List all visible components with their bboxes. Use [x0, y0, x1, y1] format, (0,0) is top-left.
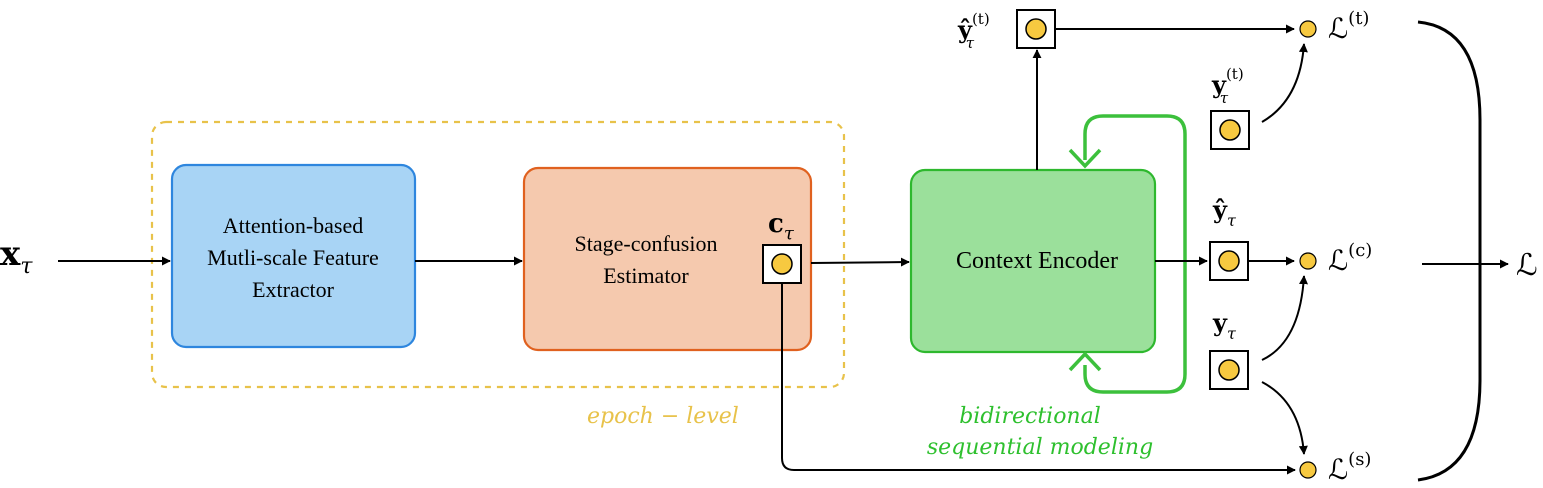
loop-arrowhead-top — [1068, 148, 1102, 169]
total-loss-label: ℒ — [1516, 248, 1538, 283]
arrow-estimator-to-encoder — [810, 257, 910, 267]
feature-extractor-block — [170, 163, 417, 349]
loss-s-superscript: (s) — [1348, 449, 1371, 470]
loss-t-superscript: (t) — [1348, 8, 1369, 29]
loss-c-superscript: (c) — [1348, 240, 1372, 261]
feature-extractor-line2: Mutli-scale Feature — [207, 245, 379, 270]
y-t-symbol: y — [1211, 70, 1227, 99]
sequential-line2: sequential modeling — [927, 435, 1153, 460]
input-x-tau: xτ — [0, 234, 33, 279]
loss-s-symbol: ℒ — [1328, 453, 1348, 486]
stage-confusion-block — [522, 166, 813, 352]
c-tau-label: cτ — [768, 209, 795, 244]
c-subscript: τ — [784, 223, 795, 244]
loss-s-node — [1299, 461, 1317, 479]
arrow-y-t-to-loss-t — [1261, 43, 1308, 123]
yhat-t-superscript: (t) — [972, 10, 990, 28]
yhat-t-label: ŷ(t) τ — [957, 10, 990, 52]
y-subscript: τ — [1227, 324, 1237, 343]
y-label: yτ — [1212, 308, 1237, 343]
loop-arrowhead-bottom — [1068, 351, 1102, 372]
x-symbol: x — [0, 234, 21, 274]
loss-c-label: ℒ(c) — [1328, 240, 1372, 277]
loss-aggregation-brace — [1417, 20, 1482, 482]
epoch-level-label: epoch − level — [587, 404, 739, 429]
stage-confusion-line1: Stage-confusion — [575, 231, 718, 256]
yhat-subscript: τ — [1227, 211, 1237, 230]
context-encoder-label: Context Encoder — [956, 248, 1118, 274]
loss-c-node — [1299, 252, 1317, 270]
loss-t-label: ℒ(t) — [1328, 8, 1369, 45]
loss-s-label: ℒ(s) — [1328, 449, 1371, 486]
bidirectional-loop — [1083, 114, 1187, 394]
y-t-node — [1219, 119, 1241, 141]
sequential-line1: bidirectional — [959, 404, 1101, 429]
loss-t-symbol: ℒ — [1328, 12, 1348, 45]
epoch-level-region — [150, 120, 846, 389]
feature-extractor-line3: Extractor — [252, 277, 335, 302]
arrow-y-to-loss-c — [1261, 275, 1308, 361]
arrow-c-to-loss-s — [781, 283, 1296, 475]
c-symbol: c — [768, 209, 784, 239]
stage-confusion-line2: Estimator — [603, 263, 689, 288]
yhat-t-symbol: ŷ — [957, 15, 973, 44]
feature-extractor-line1: Attention-based — [223, 213, 364, 238]
yhat-t-node — [1025, 18, 1047, 40]
yhat-label: ŷτ — [1212, 195, 1237, 230]
yhat-node-box — [1209, 241, 1249, 281]
loss-t-node — [1299, 20, 1317, 38]
c-tau-node — [771, 253, 793, 275]
arrow-y-to-loss-s — [1261, 381, 1308, 455]
y-t-label: y(t) τ — [1211, 65, 1244, 107]
x-subscript: τ — [20, 254, 33, 279]
yhat-symbol: ŷ — [1212, 195, 1228, 224]
y-node — [1218, 359, 1240, 381]
loss-c-symbol: ℒ — [1328, 244, 1348, 277]
y-t-superscript: (t) — [1226, 65, 1244, 83]
yhat-t-subscript: τ — [966, 34, 975, 52]
y-symbol: y — [1212, 308, 1228, 337]
yhat-node — [1218, 250, 1240, 272]
y-t-subscript: τ — [1220, 89, 1229, 107]
